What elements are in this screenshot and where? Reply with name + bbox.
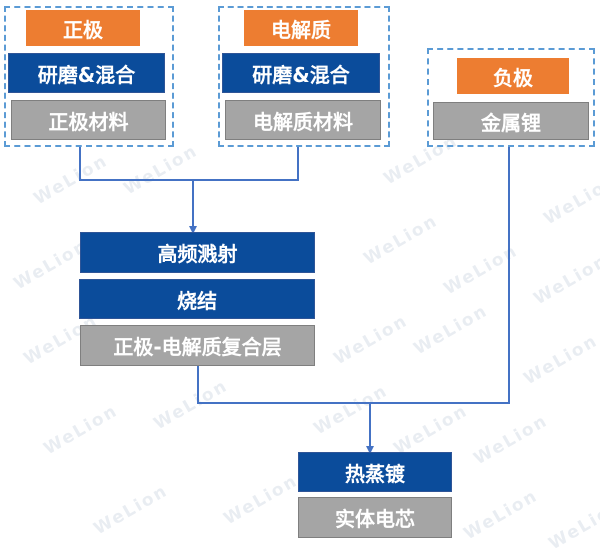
cathode-material: 正极材料 [11, 100, 166, 140]
sintering-step: 烧结 [79, 279, 315, 319]
evaporation-step: 热蒸镀 [298, 452, 452, 492]
electrolyte-process: 研磨&混合 [222, 53, 380, 93]
electrolyte-group [218, 6, 390, 147]
connector-cathode-electrolyte [79, 146, 299, 181]
composite-layer: 正极-电解质复合层 [80, 325, 315, 366]
connector-lines [79, 146, 510, 454]
cathode-group [4, 6, 174, 147]
sputtering-step: 高频溅射 [80, 232, 315, 273]
solid-state-cell: 实体电芯 [298, 497, 452, 538]
electrolyte-material: 电解质材料 [225, 100, 381, 140]
electrolyte-title: 电解质 [244, 10, 358, 46]
connector-composite-anode [197, 146, 510, 404]
cathode-process: 研磨&混合 [8, 53, 165, 93]
anode-group [427, 48, 595, 147]
anode-material: 金属锂 [433, 102, 589, 140]
anode-title: 负极 [457, 58, 569, 94]
cathode-title: 正极 [26, 10, 140, 46]
